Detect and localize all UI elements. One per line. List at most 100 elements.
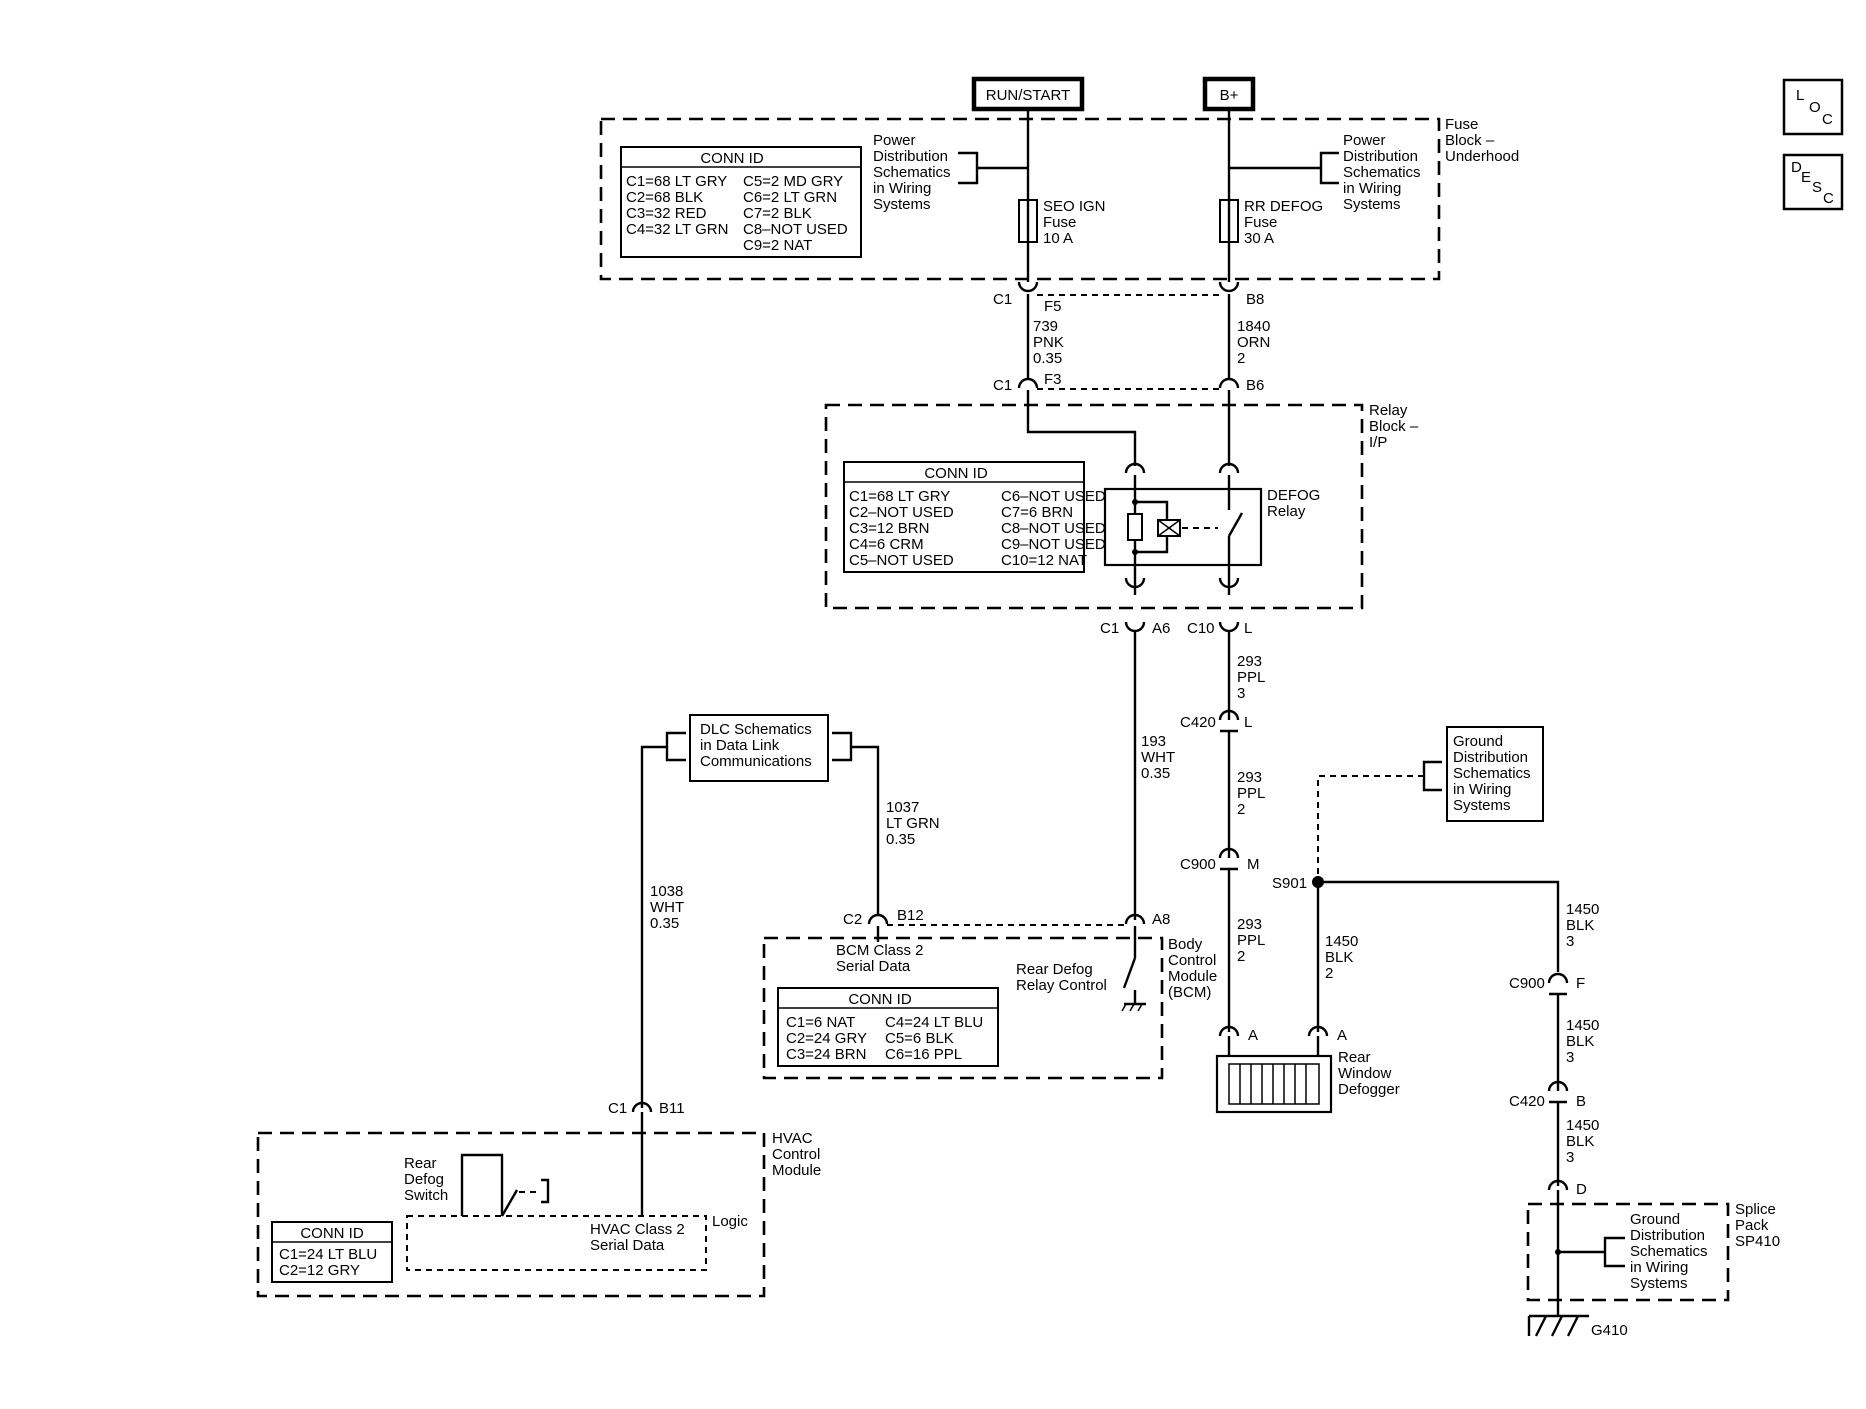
svg-text:SP410: SP410 [1735,1233,1780,1250]
svg-text:Schematics: Schematics [1453,765,1531,782]
hvac-control-module-outline [256,1131,766,1298]
svg-text:C5–NOT USED: C5–NOT USED [849,552,954,569]
bcm-label: Body Control Module (BCM) [1168,936,1217,1001]
svg-text:C1: C1 [993,291,1012,308]
svg-text:L: L [1796,87,1804,104]
svg-text:B12: B12 [897,907,924,924]
svg-text:C9–NOT USED: C9–NOT USED [1001,536,1106,553]
svg-text:293: 293 [1237,653,1262,670]
svg-text:Rear: Rear [1338,1049,1371,1066]
desc-button[interactable]: D E S C [1782,153,1844,211]
connector-c900-f: C900 F [1509,972,1585,996]
defog-relay: DEFOG Relay [1103,475,1320,595]
wire-293-label-c: 293 PPL 2 [1237,916,1265,965]
svg-text:C4=6 CRM: C4=6 CRM [849,536,924,553]
svg-text:Systems: Systems [1343,196,1401,213]
svg-text:C: C [1823,190,1834,207]
ground-dist-ref-top: Ground Distribution Schematics in Wiring… [1317,726,1544,882]
hvac-logic-label: Logic [712,1213,748,1230]
svg-text:C1=68 LT GRY: C1=68 LT GRY [626,173,727,190]
svg-text:C9=2 NAT: C9=2 NAT [743,237,812,254]
ground-dist-ref-bottom: Ground Distribution Schematics in Wiring… [1558,1211,1708,1292]
splice-s901: S901 [1272,875,1324,892]
svg-text:B+: B+ [1220,87,1239,104]
svg-text:C7=6 BRN: C7=6 BRN [1001,504,1073,521]
svg-text:M: M [1247,856,1260,873]
svg-text:CONN ID: CONN ID [848,991,912,1008]
svg-text:C10=12 NAT: C10=12 NAT [1001,552,1087,569]
svg-text:C5=6 BLK: C5=6 BLK [885,1030,954,1047]
svg-text:SEO IGN: SEO IGN [1043,198,1106,215]
svg-text:2: 2 [1237,350,1245,367]
svg-text:S: S [1812,179,1822,196]
svg-text:A6: A6 [1152,620,1170,637]
svg-text:2: 2 [1325,965,1333,982]
svg-text:C1: C1 [1100,620,1119,637]
svg-text:Schematics: Schematics [1343,164,1421,181]
svg-text:in Wiring: in Wiring [1630,1259,1688,1276]
svg-text:Underhood: Underhood [1445,148,1519,165]
svg-text:DLC Schematics: DLC Schematics [700,721,812,738]
svg-text:C7=2 BLK: C7=2 BLK [743,205,812,222]
svg-text:LT GRN: LT GRN [886,815,940,832]
loc-button[interactable]: L O C [1782,78,1844,136]
bcm-class2-serial-data: BCM Class 2 Serial Data [836,942,924,975]
svg-text:C5=2 MD GRY: C5=2 MD GRY [743,173,843,190]
connector-d: D [1547,1179,1587,1198]
fuse-block-underhood-outline [599,117,1441,281]
svg-text:Power: Power [873,132,916,149]
svg-text:Fuse: Fuse [1043,214,1076,231]
svg-text:C1=24 LT BLU: C1=24 LT BLU [279,1246,377,1263]
rr-defog-fuse: RR DEFOG Fuse 30 A [1219,198,1323,247]
svg-text:Fuse: Fuse [1445,116,1478,133]
connector-c1-f5-b8: C1 F5 B8 [993,281,1264,315]
svg-text:Relay Control: Relay Control [1016,977,1107,994]
svg-text:HVAC: HVAC [772,1130,813,1147]
connector-c420-l: C420 L [1180,709,1252,733]
svg-text:3: 3 [1566,933,1574,950]
bplus-terminal: B+ [1202,76,1256,112]
svg-text:C1: C1 [608,1100,627,1117]
svg-text:BLK: BLK [1566,1033,1594,1050]
svg-text:Pack: Pack [1735,1217,1769,1234]
svg-text:RR DEFOG: RR DEFOG [1244,198,1323,215]
run-start-terminal: RUN/START [971,76,1085,112]
svg-text:3: 3 [1566,1049,1574,1066]
svg-text:1038: 1038 [650,883,683,900]
svg-text:C: C [1822,111,1833,128]
rear-defog-relay-control: Rear Defog Relay Control [1016,926,1146,1012]
svg-text:0.35: 0.35 [1033,350,1062,367]
rear-window-defogger: A A Rear Window Defogger [1215,1025,1400,1114]
svg-text:in Wiring: in Wiring [1343,180,1401,197]
svg-text:C1=6 NAT: C1=6 NAT [786,1014,855,1031]
svg-text:Switch: Switch [404,1187,448,1204]
wire-1450-label-b: 1450 BLK 3 [1566,901,1599,950]
svg-text:D: D [1791,159,1802,176]
wire-193-label: 193 WHT 0.35 [1141,733,1175,782]
svg-text:3: 3 [1566,1149,1574,1166]
svg-text:E: E [1801,169,1811,186]
splice-pack-sp410-label: Splice Pack SP410 [1735,1201,1780,1250]
svg-text:Relay: Relay [1267,503,1306,520]
svg-text:in Data Link: in Data Link [700,737,780,754]
connector-c1-a6-c10-l: C1 A6 C10 L [1100,577,1252,637]
svg-text:A8: A8 [1152,911,1170,928]
connector-c900-m: C900 M [1180,847,1260,873]
wire-1450-label-d: 1450 BLK 3 [1566,1117,1599,1166]
svg-text:G410: G410 [1591,1322,1628,1339]
svg-text:CONN ID: CONN ID [700,150,764,167]
svg-text:A: A [1248,1027,1258,1044]
svg-text:2: 2 [1237,801,1245,818]
svg-text:Window: Window [1338,1065,1392,1082]
svg-text:C2: C2 [843,911,862,928]
svg-text:Relay: Relay [1369,402,1408,419]
svg-text:30 A: 30 A [1244,230,1274,247]
svg-text:(BCM): (BCM) [1168,984,1211,1001]
svg-text:C2–NOT USED: C2–NOT USED [849,504,954,521]
seo-ign-fuse: SEO IGN Fuse 10 A [1018,198,1106,247]
connector-c1-f3-b6: C1 F3 B6 [993,371,1264,394]
svg-text:Block –: Block – [1445,132,1495,149]
svg-text:Block –: Block – [1369,418,1419,435]
wire-293-label-a: 293 PPL 3 [1237,653,1265,702]
svg-text:PPL: PPL [1237,669,1265,686]
